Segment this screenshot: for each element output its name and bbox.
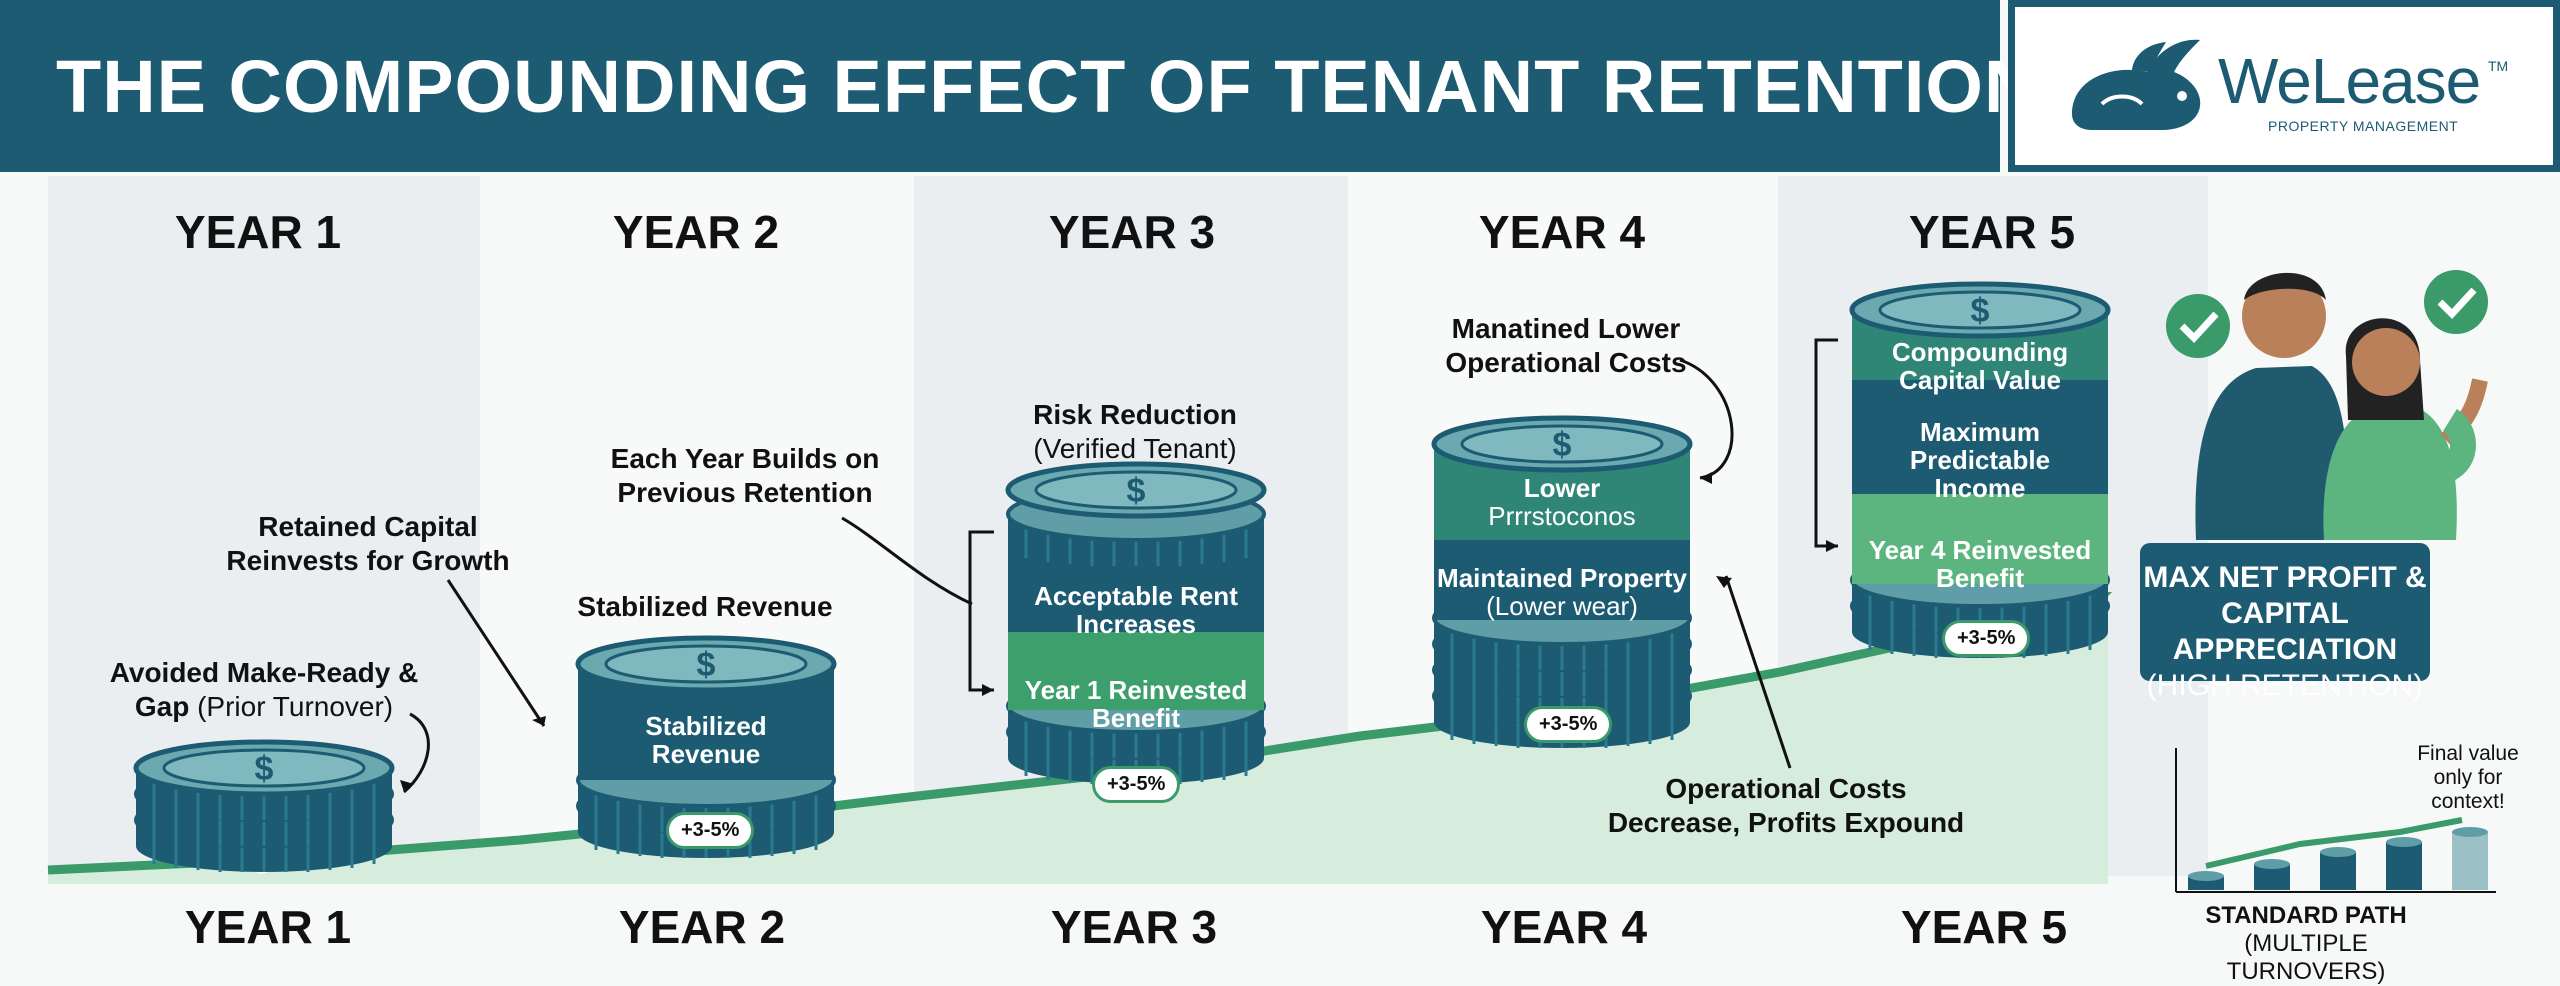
year-3-heading: YEAR 3: [1048, 206, 1216, 258]
bracket-year-3: [968, 530, 994, 692]
year-2-heading: YEAR 2: [612, 206, 780, 258]
brand-name: WeLease: [2218, 45, 2481, 117]
standard-path-label: STANDARD PATH(MULTIPLE TURNOVERS): [2205, 902, 2407, 985]
year-4-coin-stack: [1434, 418, 1690, 750]
arrow-builds: [841, 516, 973, 606]
arrow-reinvest: [446, 579, 546, 727]
growth-label: +3-5%: [666, 812, 755, 849]
year-3-footer: YEAR 3: [1050, 901, 1218, 953]
year-1-coin-stack: [136, 742, 392, 874]
year-1-annotation: Avoided Make-Ready & Gap (Prior Turnover…: [109, 657, 419, 722]
arrow-prior-turnover: [403, 712, 430, 794]
growth-label: +3-5%: [1524, 706, 1613, 743]
result-text: MAX NET PROFIT & CAPITAL APPRECIATION (H…: [2143, 561, 2427, 702]
logo-panel: [2012, 4, 2556, 168]
year-5-heading: YEAR 5: [1908, 206, 2076, 258]
year-4-heading: YEAR 4: [1478, 206, 1646, 258]
brand-subtitle: PROPERTY MANAGEMENT: [2268, 118, 2459, 134]
year-5-footer: YEAR 5: [1900, 901, 2068, 953]
year-1-footer: YEAR 1: [184, 901, 352, 953]
arrow-op-costs: [1724, 575, 1792, 769]
arrow-maint-costs: [1679, 358, 1734, 480]
page-title: THE COMPOUNDING EFFECT OF TENANT RETENTI…: [56, 45, 2039, 128]
year-1-heading: YEAR 1: [174, 206, 342, 258]
year-2-footer: YEAR 2: [618, 901, 786, 953]
year-3-coin-stack: [1008, 464, 1264, 786]
rabbit-icon: [2072, 39, 2201, 130]
header-banner: [0, 0, 2000, 172]
year-2-annotation: Stabilized Revenue: [577, 591, 833, 622]
standard-path-chart: [2175, 748, 2496, 893]
year-5-coin-stack: [1852, 284, 2108, 660]
checkmark-icon: [2166, 294, 2230, 358]
result-box: [2140, 543, 2430, 681]
happy-tenants-illustration: [2166, 270, 2488, 540]
growth-label: +3-5%: [1942, 620, 2031, 657]
growth-label: +3-5%: [1092, 766, 1181, 803]
growth-area: [48, 594, 2108, 884]
year-2-coin-stack: [578, 638, 834, 860]
risk-annotation: Risk Reduction(Verified Tenant): [1033, 399, 1237, 464]
year-4-property-label: Maintained Property(Lower wear): [1437, 563, 1687, 621]
year-4-footer: YEAR 4: [1480, 901, 1648, 953]
checkmark-icon: [2424, 270, 2488, 334]
brand-trademark: TM: [2488, 58, 2509, 74]
bracket-year-5: [1814, 338, 1838, 548]
